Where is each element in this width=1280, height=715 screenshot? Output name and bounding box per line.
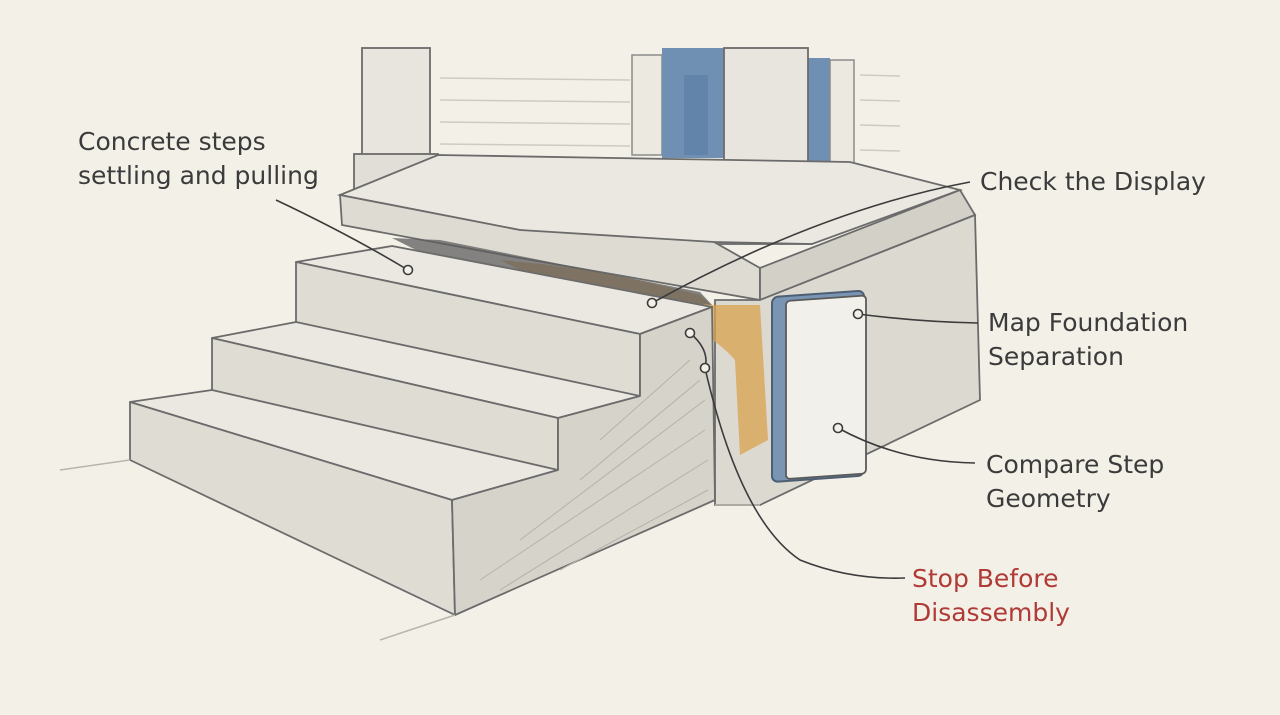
label-check-display: Check the Display: [980, 165, 1206, 199]
label-compare-step-line1: Compare Step: [986, 450, 1165, 479]
stair-side-hatching: [479, 359, 709, 591]
callout-leaders: [275, 181, 979, 579]
dot-stop-before-upper: [684, 327, 696, 339]
callout-dots: [402, 264, 864, 434]
leader-map-foundation: [857, 313, 979, 324]
dot-map-foundation: [852, 308, 864, 320]
label-stop-before: Stop Before Disassembly: [912, 562, 1070, 630]
label-stop-before-line2: Disassembly: [912, 598, 1070, 627]
label-check-display-text: Check the Display: [980, 167, 1206, 196]
dot-compare-step: [832, 422, 844, 434]
leader-concrete-steps: [275, 199, 409, 271]
label-map-foundation-line1: Map Foundation: [988, 308, 1189, 337]
front-door: [631, 48, 855, 169]
label-compare-step-line2: Geometry: [986, 484, 1111, 513]
leader-check-display: [651, 181, 971, 304]
label-compare-step: Compare Step Geometry: [986, 448, 1164, 516]
dot-concrete-steps: [402, 264, 414, 276]
label-concrete-steps-line1: Concrete steps: [78, 127, 266, 156]
leader-compare-step: [837, 427, 976, 464]
separation-gap: [392, 238, 712, 305]
concrete-stairs: [129, 245, 716, 616]
leader-stop-before: [689, 332, 906, 579]
label-map-foundation: Map Foundation Separation: [988, 306, 1188, 374]
electrical-panel: [771, 289, 867, 483]
label-map-foundation-line2: Separation: [988, 342, 1124, 371]
dot-check-display: [646, 297, 658, 309]
label-concrete-steps-line2: settling and pulling: [78, 161, 319, 190]
label-concrete-steps: Concrete steps settling and pulling: [78, 125, 319, 193]
label-stop-before-line1: Stop Before: [912, 564, 1059, 593]
dot-stop-before-lower: [699, 362, 711, 374]
house-siding: [439, 74, 901, 152]
